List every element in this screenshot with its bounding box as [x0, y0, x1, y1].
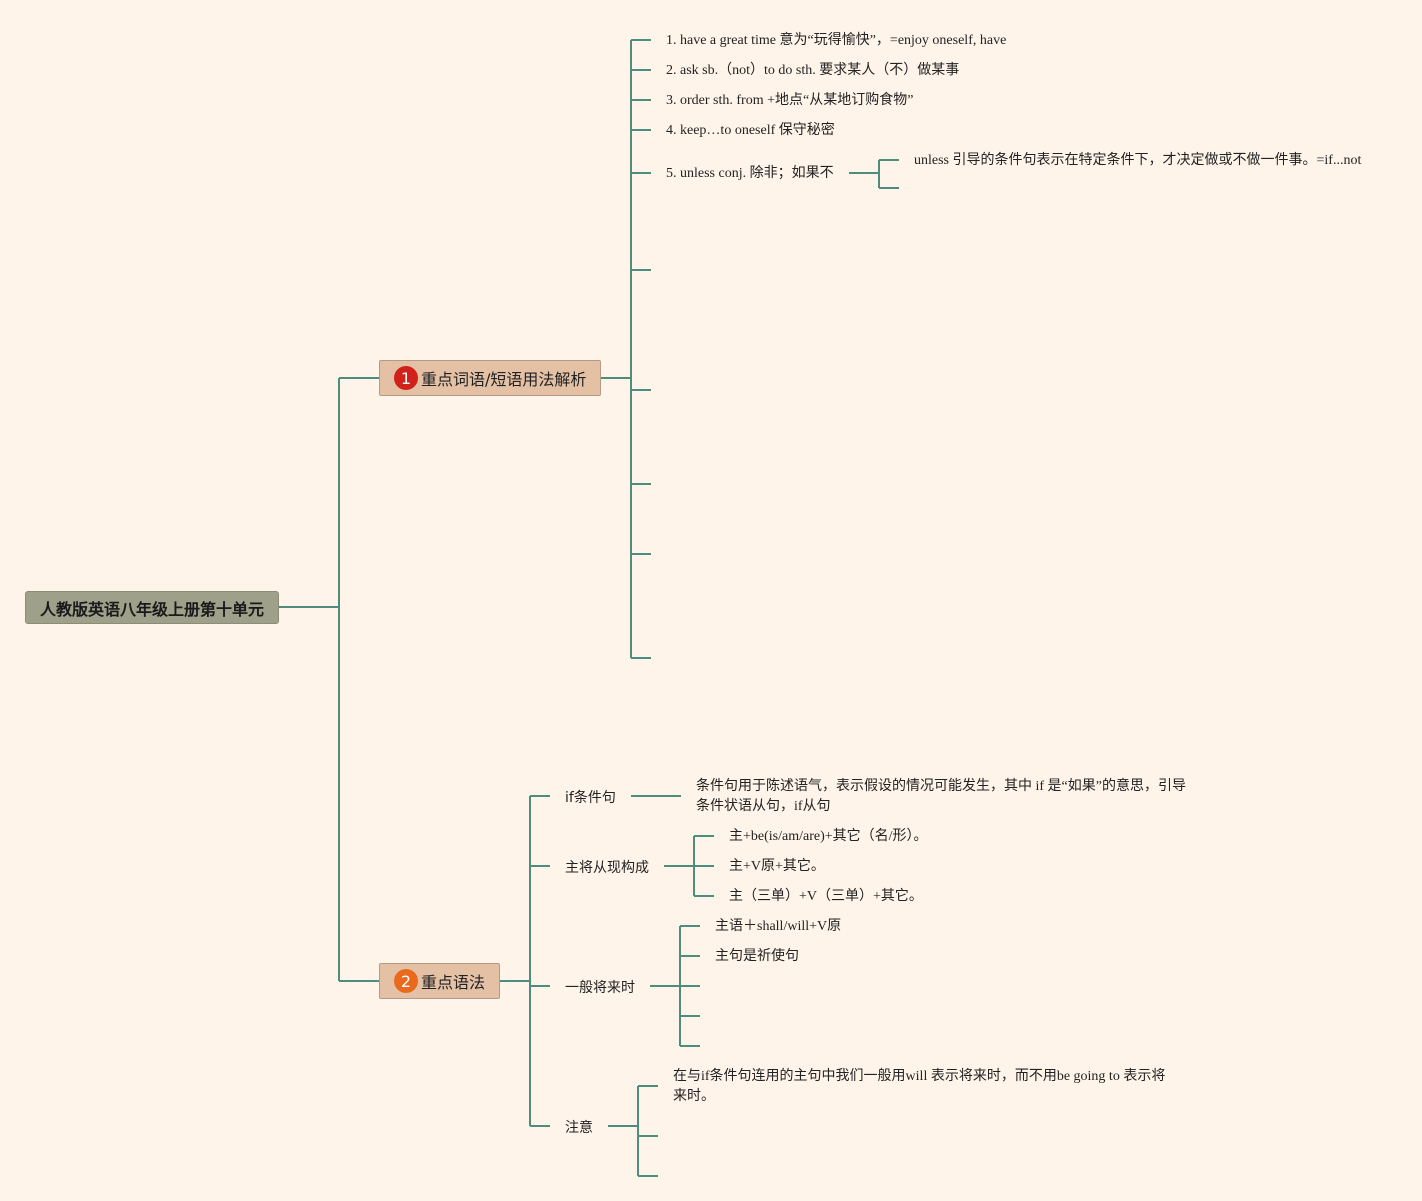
branch-grammar[interactable]: 2 重点语法	[379, 963, 500, 999]
note-topic[interactable]: 注意	[565, 1120, 593, 1136]
main-clause-item-3[interactable]: 主（三单）+V（三单）+其它。	[729, 889, 923, 904]
main-clause-item-2[interactable]: 主+V原+其它。	[729, 859, 825, 874]
note-text[interactable]: 在与if条件句连用的主句中我们一般用will 表示将来时，而不用be going…	[673, 1069, 1166, 1104]
link-note	[608, 1085, 658, 1177]
link-main	[664, 835, 714, 897]
vocab-item-3[interactable]: 3. order sth. from +地点“从某地订购食物”	[666, 93, 914, 108]
root-node[interactable]: 人教版英语八年级上册第十单元	[25, 591, 279, 624]
branch-vocabulary[interactable]: 1 重点词语/短语用法解析	[379, 360, 601, 396]
vocab-item-5[interactable]: 5. unless conj. 除非；如果不	[666, 166, 834, 181]
number-badge-1: 1	[394, 366, 418, 390]
if-clause-text[interactable]: 条件句用于陈述语气，表示假设的情况可能发生，其中 if 是“如果”的意思，引导条…	[696, 779, 1186, 814]
main-clause-topic[interactable]: 主将从现构成	[565, 860, 649, 876]
future-item-1[interactable]: 主语＋shall/will+V原	[715, 919, 842, 934]
number-badge-2: 2	[394, 969, 418, 993]
vocab-item-4[interactable]: 4. keep…to oneself 保守秘密	[666, 123, 835, 138]
branch-vocabulary-title: 重点词语/短语用法解析	[421, 370, 587, 389]
future-item-2[interactable]: 主句是祈使句	[715, 949, 799, 964]
future-tense-topic[interactable]: 一般将来时	[565, 980, 635, 996]
if-clause-topic[interactable]: if条件句	[565, 790, 616, 806]
branch-grammar-title: 重点语法	[421, 973, 486, 992]
link-future	[650, 925, 700, 1047]
vocab-item-1[interactable]: 1. have a great time 意为“玩得愉快”，=enjoy one…	[666, 33, 1007, 48]
unless-note[interactable]: unless 引导的条件句表示在特定条件下，才决定做或不做一件事。=if...n…	[914, 153, 1362, 168]
vocab-item-2[interactable]: 2. ask sb.（not）to do sth. 要求某人（不）做某事	[666, 63, 960, 78]
link-unless	[849, 159, 899, 189]
root-title: 人教版英语八年级上册第十单元	[39, 599, 264, 619]
main-clause-item-1[interactable]: 主+be(is/am/are)+其它（名/形）。	[729, 829, 928, 844]
